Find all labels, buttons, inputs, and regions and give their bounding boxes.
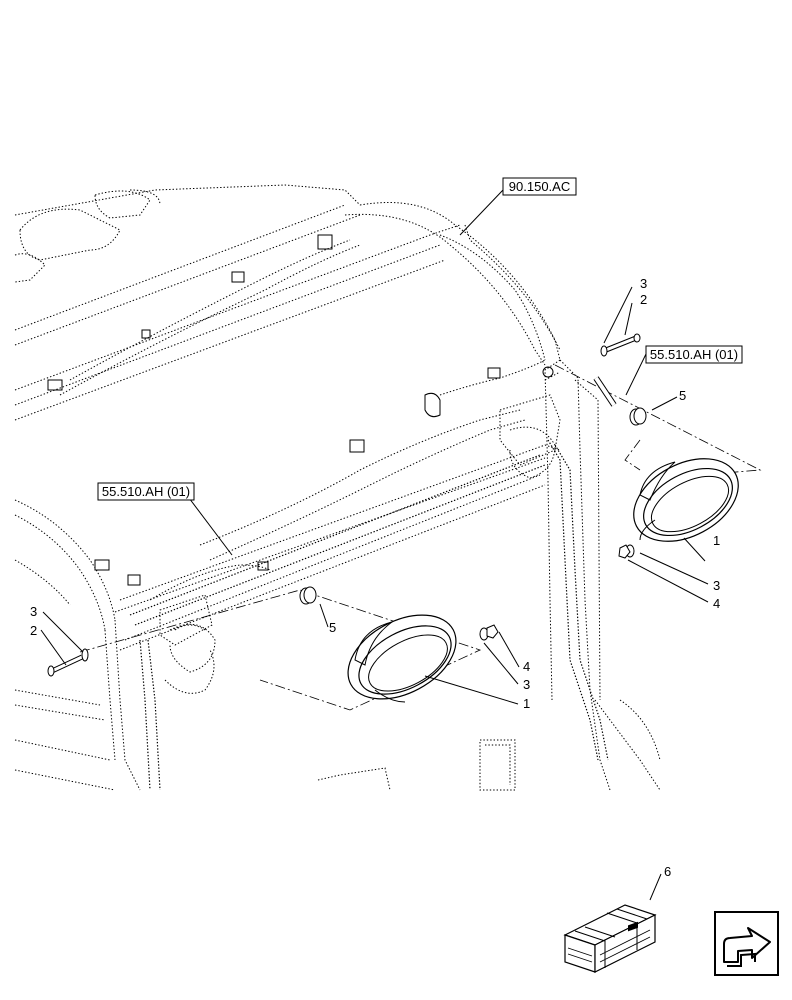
callout-4-center: 4: [523, 659, 530, 674]
ref-harness-left-label: 55.510.AH (01): [102, 484, 190, 499]
callout-5-right: 5: [679, 388, 686, 403]
leader-lines: [40, 189, 709, 901]
callout-1-right: 1: [713, 533, 720, 548]
cab-roof: [14, 184, 461, 421]
callout-2-left: 2: [30, 623, 37, 638]
callout-6-kit: 6: [664, 864, 671, 879]
work-lamp-right: [633, 458, 739, 542]
work-lamp-center: [347, 614, 457, 703]
callout-5-center: 5: [329, 620, 336, 635]
next-page-arrow-icon[interactable]: [714, 911, 779, 976]
ref-box-cab: 90.150.AC: [502, 177, 577, 196]
ref-harness-right-label: 55.510.AH (01): [650, 347, 738, 362]
bushings: [299, 407, 647, 605]
ref-cab-label: 90.150.AC: [509, 179, 570, 194]
callout-1-center: 1: [523, 696, 530, 711]
callout-3-left: 3: [30, 604, 37, 619]
callout-3-center: 3: [523, 677, 530, 692]
callout-3-right: 3: [713, 578, 720, 593]
right-pillar: [344, 202, 661, 791]
callout-3-top: 3: [640, 276, 647, 291]
ref-box-harness-right: 55.510.AH (01): [645, 345, 743, 364]
callout-4-right: 4: [713, 596, 720, 611]
ref-box-harness-left: 55.510.AH (01): [97, 482, 195, 501]
left-pillar: [14, 499, 215, 791]
harness-connectors: [47, 234, 561, 791]
kit-crate-icon: [563, 904, 657, 973]
fasteners: [47, 333, 641, 677]
callout-numbers: 3 2 5 1 3 4 3 2 5 4 3 1 6: [30, 276, 720, 879]
callout-2-top: 2: [640, 292, 647, 307]
